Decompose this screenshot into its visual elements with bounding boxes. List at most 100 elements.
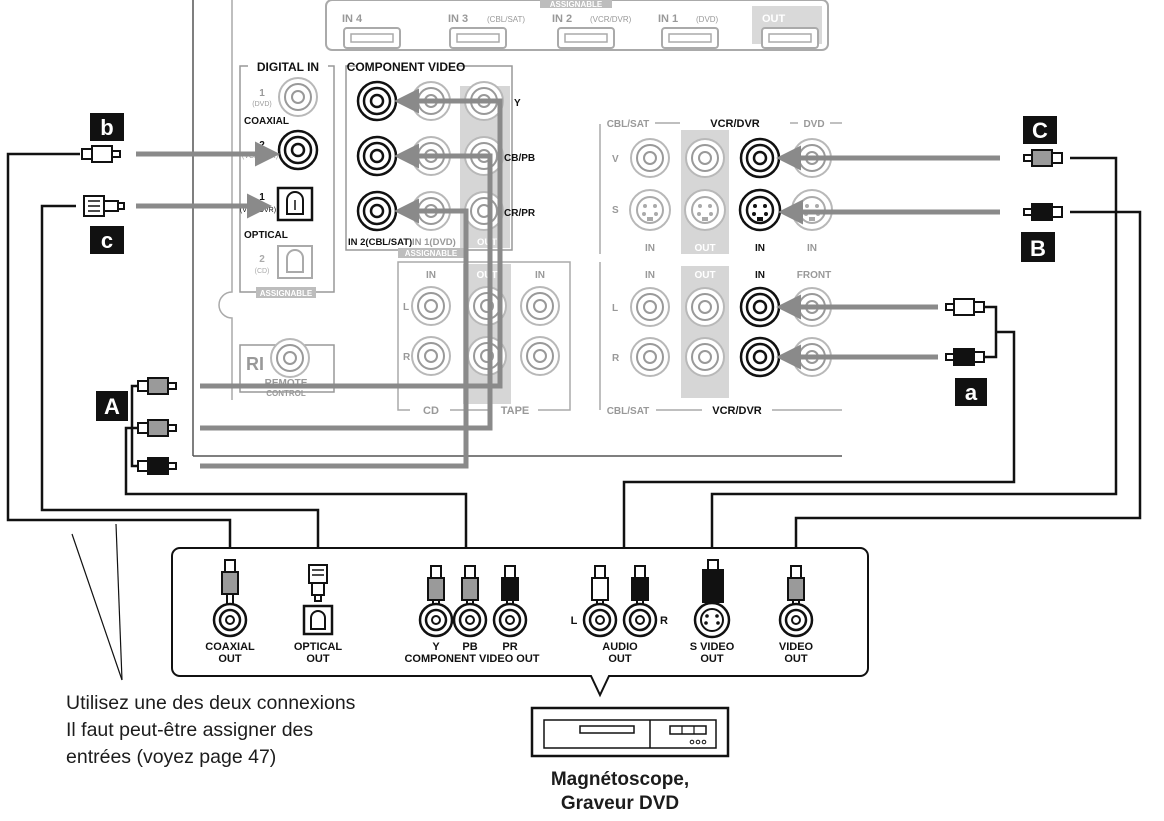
tape-out-label: OUT [476, 270, 497, 281]
video-cbl-sat-label: CBL/SAT [607, 119, 650, 130]
component-assignable-label: ASSIGNABLE [405, 249, 458, 258]
ri-logo: RI [246, 354, 264, 374]
front-label: FRONT [797, 270, 831, 281]
vcr-audio-in-label: IN [755, 270, 765, 281]
device-name-line-1: Magnétoscope, [550, 769, 690, 790]
badge-a-lower: a [965, 380, 978, 405]
hdmi-assignable-label: ASSIGNABLE [550, 0, 603, 9]
optical-1-jack [276, 186, 314, 222]
coaxial-label: COAXIAL [244, 116, 289, 127]
opt2-number: 2 [259, 254, 265, 265]
note-line-3: entrées (voyez page 47) [66, 746, 277, 768]
cbl-v-jack [630, 138, 670, 178]
audio-r-plug [945, 348, 985, 366]
video-input-section: CBL/SAT VCR/DVR DVD V S IN OUT IN IN [599, 118, 842, 254]
coaxial-plug [81, 145, 121, 163]
device-audio-r-label: R [660, 615, 668, 627]
device-svideo-jack [693, 601, 731, 639]
hdmi-in2-sub: (VCR/DVR) [590, 15, 632, 24]
hdmi-in3-label: IN 3 [448, 13, 468, 25]
coaxial-1-jack [278, 77, 318, 117]
device-svideo-label: S VIDEO [690, 641, 735, 653]
badge-B: B [1030, 236, 1046, 261]
remote-control-section: RI REMOTE CONTROL [239, 338, 335, 398]
recorder-rear-panel: COAXIAL OUT OPTICAL OUT Y PB PR COMPONEN… [171, 547, 869, 698]
coaxial-2-jack [277, 129, 319, 171]
remote-jack [270, 338, 310, 378]
device-video-label: VIDEO [779, 641, 814, 653]
video-s-label: S [612, 205, 619, 216]
device-pr-jack [492, 602, 528, 638]
comp-in2-pb-jack [356, 135, 398, 177]
cbl-audio-l-jack [630, 287, 670, 327]
cd-l-jack [411, 286, 451, 326]
hdmi-out-label: OUT [762, 13, 786, 25]
device-video-out-label: OUT [784, 653, 808, 665]
remote-sub: CONTROL [266, 389, 306, 398]
hdmi-in2-label: IN 2 [552, 13, 572, 25]
cd-label: CD [423, 405, 439, 417]
hdmi-in3-port [449, 27, 507, 49]
coax1-number: 1 [259, 88, 265, 99]
device-name-line-2: Graveur DVD [560, 793, 680, 814]
component-in2-label: IN 2(CBL/SAT) [348, 237, 412, 248]
vcr-out-audio-r-jack [685, 337, 725, 377]
device-audio-l-jack [582, 602, 618, 638]
tape-label: TAPE [501, 405, 530, 417]
usage-note: Utilisez une des deux connexions Il faut… [66, 690, 355, 771]
audio-vcr-dvr-label: VCR/DVR [712, 405, 762, 417]
audio-panel-r-label: R [612, 353, 620, 364]
component-y-label: Y [514, 98, 521, 109]
component-cb-label: CB/PB [504, 153, 535, 164]
audio-cbl-sat-label: CBL/SAT [607, 406, 650, 417]
hdmi-in3-sub: (CBL/SAT) [487, 15, 525, 24]
hdmi-in1-sub: (DVD) [696, 15, 719, 24]
device-coaxial-label: COAXIAL [205, 641, 255, 653]
device-coaxial-jack [212, 602, 248, 638]
coax2-number: 2 [259, 140, 265, 151]
cable-audio [622, 330, 1016, 560]
device-optical-jack [302, 604, 334, 636]
device-pb-label: PB [462, 641, 477, 653]
optical-plug [83, 195, 125, 217]
component-pb-plug [137, 419, 177, 437]
cd-tape-audio-section: IN OUT IN L R CD TAPE [397, 261, 571, 417]
hdmi-in1-port [661, 27, 719, 49]
vcr-video-in-label: IN [755, 243, 765, 254]
device-pr-label: PR [502, 641, 517, 653]
device-audio-l-label: L [571, 615, 578, 627]
badge-c-lower: c [101, 228, 113, 253]
cable-audio-split [978, 305, 998, 359]
vcr-audio-out-label: OUT [694, 270, 715, 281]
hdmi-in2-port [557, 27, 615, 49]
video-plug [1023, 149, 1063, 167]
badge-A: A [104, 394, 120, 419]
cd-r-jack [411, 336, 451, 376]
video-dvd-label: DVD [803, 119, 824, 130]
hdmi-in4-label: IN 4 [342, 13, 363, 25]
svideo-plug [1023, 203, 1063, 221]
component-video-section: COMPONENT VIDEO Y CB/PB CR/PR IN 2(CBL/S… [345, 60, 536, 258]
arrow-component-y [200, 88, 503, 389]
audio-l-plug [945, 298, 985, 316]
component-in1-label: IN 1(DVD) [412, 237, 456, 248]
comp-in2-pr-jack [356, 190, 398, 232]
component-pr-plug [137, 457, 177, 475]
device-video-jack [778, 602, 814, 638]
device-optical-label: OPTICAL [294, 641, 343, 653]
component-out-label: OUT [477, 237, 497, 248]
device-y-jack [418, 602, 454, 638]
cable-svideo [710, 156, 1118, 560]
device-optical-out-label: OUT [306, 653, 330, 665]
cable-coaxial [6, 152, 232, 560]
note-line-2: Il faut peut-être assigner des [66, 719, 314, 741]
vcr-video-out-label: OUT [694, 243, 715, 254]
audio-l-label: L [403, 302, 409, 313]
cbl-audio-r-jack [630, 337, 670, 377]
audio-r-label: R [403, 352, 411, 363]
optical-label: OPTICAL [244, 230, 288, 241]
cd-in-label: IN [426, 270, 436, 281]
hdmi-in1-label: IN 1 [658, 13, 678, 25]
opt2-sub: (CD) [255, 268, 270, 275]
